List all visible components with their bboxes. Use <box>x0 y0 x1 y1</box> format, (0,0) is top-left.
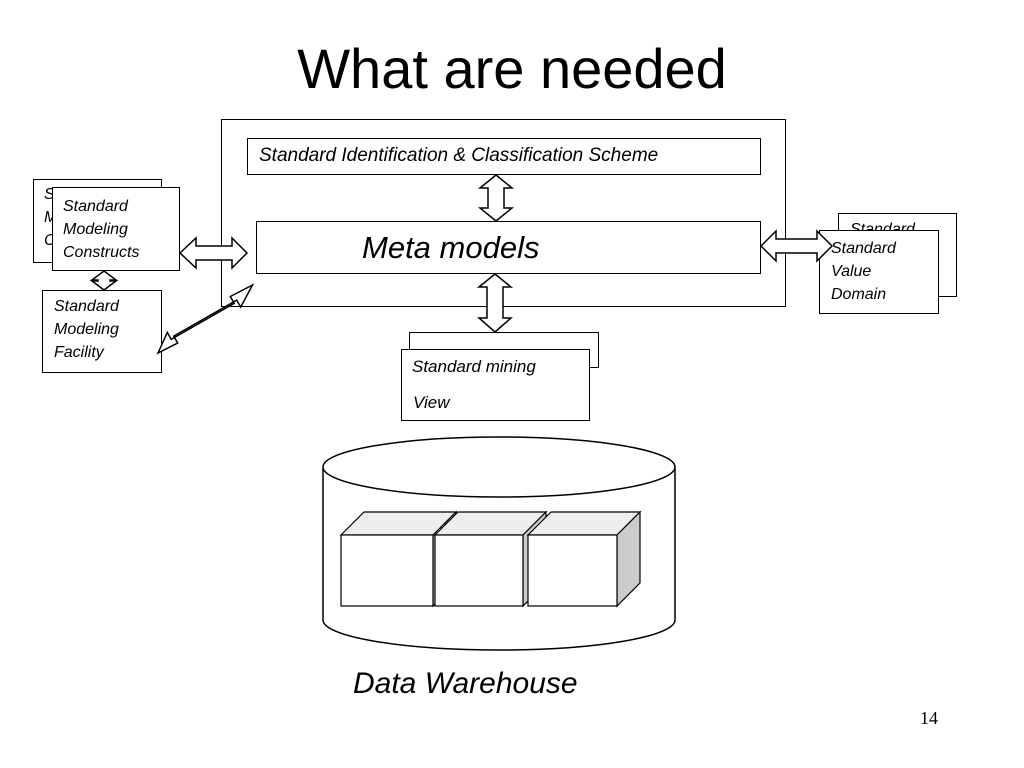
meta-models-label: Meta models <box>362 230 540 265</box>
id-scheme-label: Standard Identification & Classification… <box>259 145 659 166</box>
meta-models-box <box>256 221 761 274</box>
arrow-scheme-meta <box>477 174 515 222</box>
modeling-constructs-box <box>52 187 180 271</box>
mining-view-box <box>401 349 590 421</box>
cube-3 <box>526 510 642 608</box>
modeling-facility-label: Standard Modeling Facility <box>54 298 119 361</box>
modeling-constructs-label: Standard Modeling Constructs <box>63 198 140 261</box>
arrow-meta-valuedomain <box>759 229 834 263</box>
arrow-constructs-facility <box>89 270 119 291</box>
page-number: 14 <box>920 708 938 728</box>
id-scheme-box <box>247 138 761 175</box>
arrow-constructs-meta <box>178 236 249 270</box>
slide-title: What are needed <box>297 37 727 100</box>
mining-view-label-line1: Standard mining <box>412 357 536 376</box>
value-domain-label: Standard Value Domain <box>831 240 896 303</box>
arrow-facility-meta <box>156 283 255 355</box>
data-warehouse-label: Data Warehouse <box>353 667 578 700</box>
mining-view-label-line2: View <box>413 393 450 412</box>
modeling-facility-box <box>42 290 162 373</box>
value-domain-box <box>819 230 939 314</box>
arrow-meta-mining <box>476 273 514 333</box>
